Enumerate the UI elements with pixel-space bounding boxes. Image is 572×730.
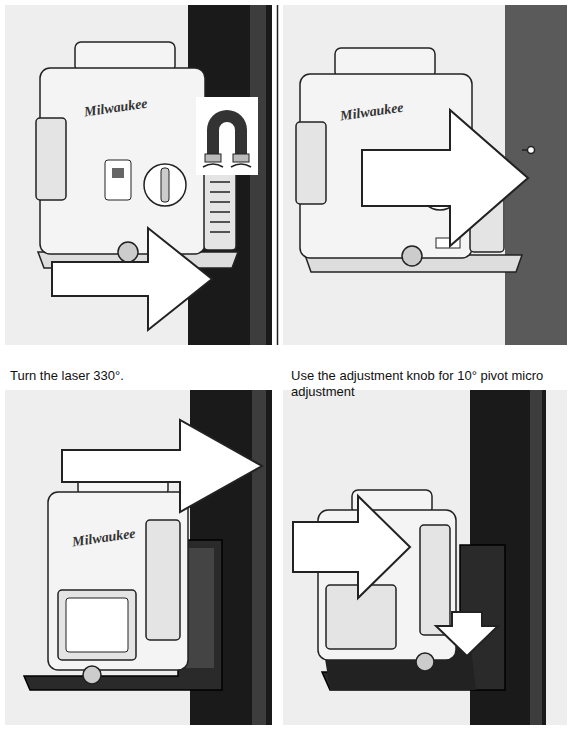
step-caption: Turn the laser 330°.	[10, 368, 272, 384]
divider	[277, 5, 279, 345]
panel-2-figure	[296, 5, 567, 345]
panel	[283, 5, 567, 345]
panel-1-figure	[36, 5, 272, 345]
panel	[5, 390, 272, 725]
step-caption: Use the adjustment knob for 10° pivot mi…	[291, 368, 567, 400]
panel-3-figure	[24, 390, 272, 725]
panel	[283, 390, 567, 725]
panel	[5, 5, 272, 345]
panel-4-figure	[293, 390, 546, 725]
